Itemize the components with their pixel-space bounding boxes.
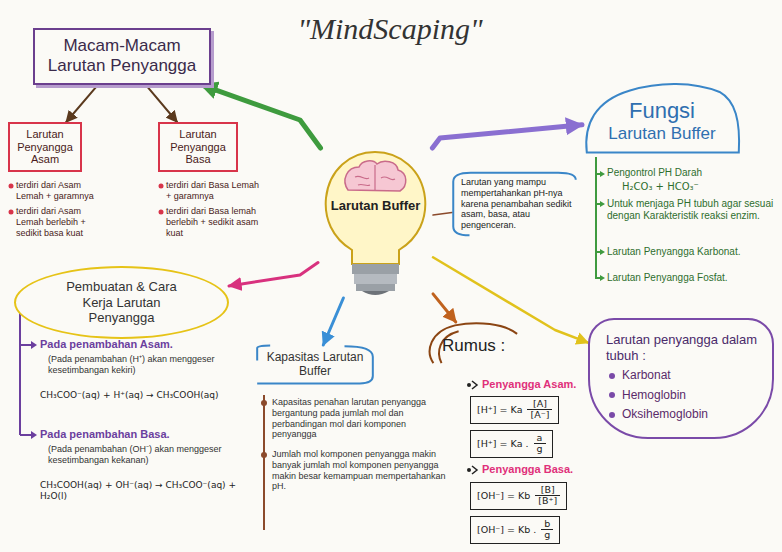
bullet-text: terdiri dari Asam Lemah + garamnya [16,180,108,202]
fraction-denominator: [B⁺] [535,496,560,506]
fraction-denominator: g [541,530,553,540]
connector-arrow [433,213,452,216]
topic-blob: Larutan penyangga dalam tubuh : KarbonatH… [588,318,774,439]
bulb-base [352,264,399,274]
bullet-chevron [472,466,477,474]
bullet-chevron [472,381,477,389]
reaction-equation: CH₃COOH(aq) + OH⁻(aq) → CH₃COO⁻(aq) + H₂… [40,480,252,502]
bulb-glass [326,152,426,264]
lightbulb-node: Larutan Buffer [318,148,433,298]
bullet-dot [159,210,164,215]
outline-stroke [586,84,739,153]
connector-arrow [433,294,456,322]
type-box: Larutan Penyangga Basa [158,122,238,172]
connector-arrow [229,263,318,286]
bullet-dot [467,468,471,472]
bullet-dot [261,452,267,458]
topic-swirl: Rumus : [428,322,518,364]
node-heading: Larutan Penyangga Asam [14,128,76,166]
fraction-numerator: [B] [535,485,560,496]
formula-box: [OH⁻] = Kb . bg [470,516,560,544]
bullet-text: terdiri dari Asam Lemah berlebih + sedik… [16,206,108,238]
node-heading: Larutan Buffer [328,198,423,214]
bullet-text: Kapasitas penahan larutan penyangga berg… [272,397,447,440]
outline-stroke [430,323,517,363]
node-heading: Larutan penyangga dalam tubuh : [606,332,758,363]
formula-heading: Penyangga Basa. [482,463,602,476]
bullet-dot [159,184,164,189]
node-heading: Kapasitas Larutan Buffer [264,350,366,379]
topic-oval: Pembuatan & Cara Kerja Larutan Penyangga [14,266,229,339]
node-heading: Fungsi [592,98,732,124]
fraction: [A][A⁻] [527,399,552,421]
formula-box: [OH⁻] = Kb [B][B⁺] [470,482,567,510]
note-text: (Pada penambahan (H⁺) akan menggeser kes… [48,354,248,376]
lightbulb-illustration [318,148,433,298]
category-box: Macam-Macam Larutan Penyangga [33,28,211,85]
type-box: Larutan Penyangga Asam [8,122,82,172]
fraction: bg [541,519,553,541]
formula-heading: Penyangga Asam. [482,378,602,391]
outline-stroke [257,346,373,383]
fraction-denominator: g [534,444,546,454]
formula-text: [OH⁻] = Kb . [477,524,536,535]
node-text: Larutan Buffer [592,124,732,144]
bullet-dot [467,383,471,387]
node-heading: Macam-Macam Larutan Penyangga [43,36,201,77]
function-item: Larutan Penyangga Karbonat. [607,246,775,258]
node-heading: Pembuatan & Cara Kerja Larutan Penyangga [50,279,193,326]
reaction-equation: CH₃COO⁻(aq) + H⁺(aq) → CH₃COOH(aq) [40,390,252,401]
fraction: [B][B⁺] [535,485,560,507]
bulb-tip [362,291,389,295]
fraction-numerator: a [534,433,546,444]
formula-text: [H⁺] = Ka . [477,438,529,449]
connector-arrow [432,125,582,148]
connector-arrow [323,298,343,345]
connector-arrow [66,85,98,122]
outline-stroke [453,173,576,236]
bullet-text: terdiri dari Basa lemah berlebih + sedik… [166,206,261,238]
function-item: Pengontrol PH Darah [607,167,775,179]
leader-arrowhead [31,341,37,439]
title: "MindScaping" [240,12,540,46]
formula-text: [OH⁻] = Kb [477,490,530,501]
definition-box: Larutan yang mampu mempertahankan pH-nya… [452,172,577,236]
note-text: (Pada penambahan (OH⁻) akan menggeser ke… [48,444,248,466]
node-text: Hemoglobin [606,388,758,402]
fraction-denominator: [A⁻] [527,410,552,420]
node-heading: Rumus : [442,336,508,356]
formula-text: [H⁺] = Ka [477,404,522,415]
formula-box: [H⁺] = Ka . ag [470,430,553,458]
fraction-numerator: [A] [527,399,552,410]
bullet-text: Jumlah mol komponen penyangga makin bany… [272,449,447,492]
bullet-text: terdiri dari Basa Lemah + garamnya [166,180,261,202]
bulb-base [354,274,397,284]
fraction-numerator: b [541,519,553,530]
brain [345,161,406,191]
node-text: Karbonat [606,368,758,382]
topic-box: Kapasitas Larutan Buffer [256,345,374,384]
bullet-dot [261,400,267,406]
leader-arrowhead [600,171,605,281]
node-text: Oksihemoglobin [606,407,758,421]
sub-heading: Pada penambahan Asam. [40,338,240,351]
bullet-dot [9,184,14,189]
sub-heading: Pada penambahan Basa. [40,428,240,441]
formula-box: [H⁺] = Ka [A][A⁻] [470,396,559,424]
fraction: ag [534,433,546,455]
brain-fold [355,165,395,190]
leader-line [20,312,32,435]
node-heading: Larutan yang mampu mempertahankan pH-nya… [461,177,572,231]
node-heading: Larutan Penyangga Basa [164,128,232,166]
function-item: Larutan Penyangga Fosfat. [607,272,775,284]
leader-line [263,395,265,530]
function-item: Untuk menjaga PH tubuh agar sesuai denga… [607,198,775,222]
topic-cloud: FungsiLarutan Buffer [582,80,742,155]
connector-arrow [146,85,177,122]
formula-text: H₂CO₃ + HCO₃⁻ [622,181,772,193]
bulb-base [356,284,395,291]
bullet-dot [9,210,14,215]
